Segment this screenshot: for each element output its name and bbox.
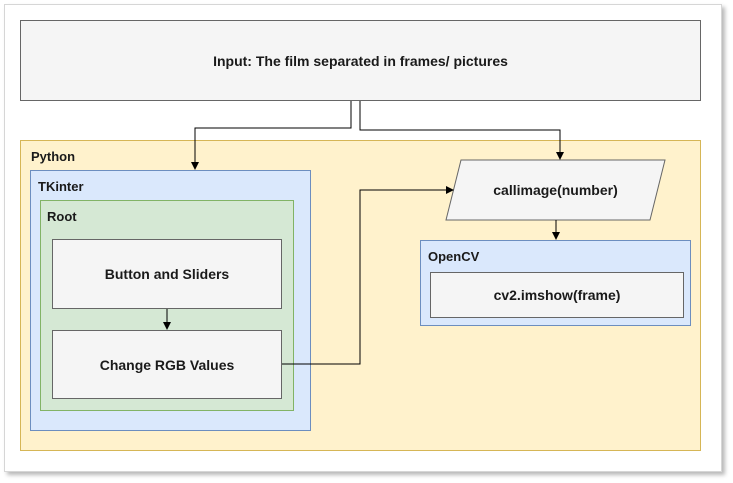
edge-input-to-tkinter <box>194 101 352 163</box>
root-label: Root <box>47 209 77 224</box>
arrowhead-input-to-callimage <box>556 152 564 160</box>
tkinter-label: TKinter <box>38 179 84 194</box>
input-box-text: Input: The film separated in frames/ pic… <box>213 52 508 69</box>
arrowhead-buttons-to-rgb <box>163 322 171 330</box>
change-rgb-text: Change RGB Values <box>99 356 235 373</box>
opencv-label: OpenCV <box>428 249 480 264</box>
arrowhead-rgb-to-callimage <box>446 186 454 194</box>
arrowhead-callimage-to-opencv <box>552 232 560 240</box>
callimage-parallelogram <box>445 159 666 221</box>
imshow-box: cv2.imshow(frame) <box>430 272 684 318</box>
button-sliders-text: Button and Sliders <box>104 266 230 282</box>
button-sliders-box: Button and Sliders <box>52 239 282 309</box>
arrowhead-input-to-tkinter <box>191 162 199 170</box>
change-rgb-box: Change RGB Values <box>52 330 282 399</box>
input-box: Input: The film separated in frames/ pic… <box>20 20 701 101</box>
edge-rgb-to-callimage <box>282 189 446 365</box>
imshow-text: cv2.imshow(frame) <box>493 287 621 303</box>
callimage-text: callimage(number) <box>493 182 618 198</box>
python-label: Python <box>31 149 76 164</box>
callimage-box: callimage(number) <box>446 160 665 220</box>
edge-input-to-callimage <box>359 101 561 153</box>
